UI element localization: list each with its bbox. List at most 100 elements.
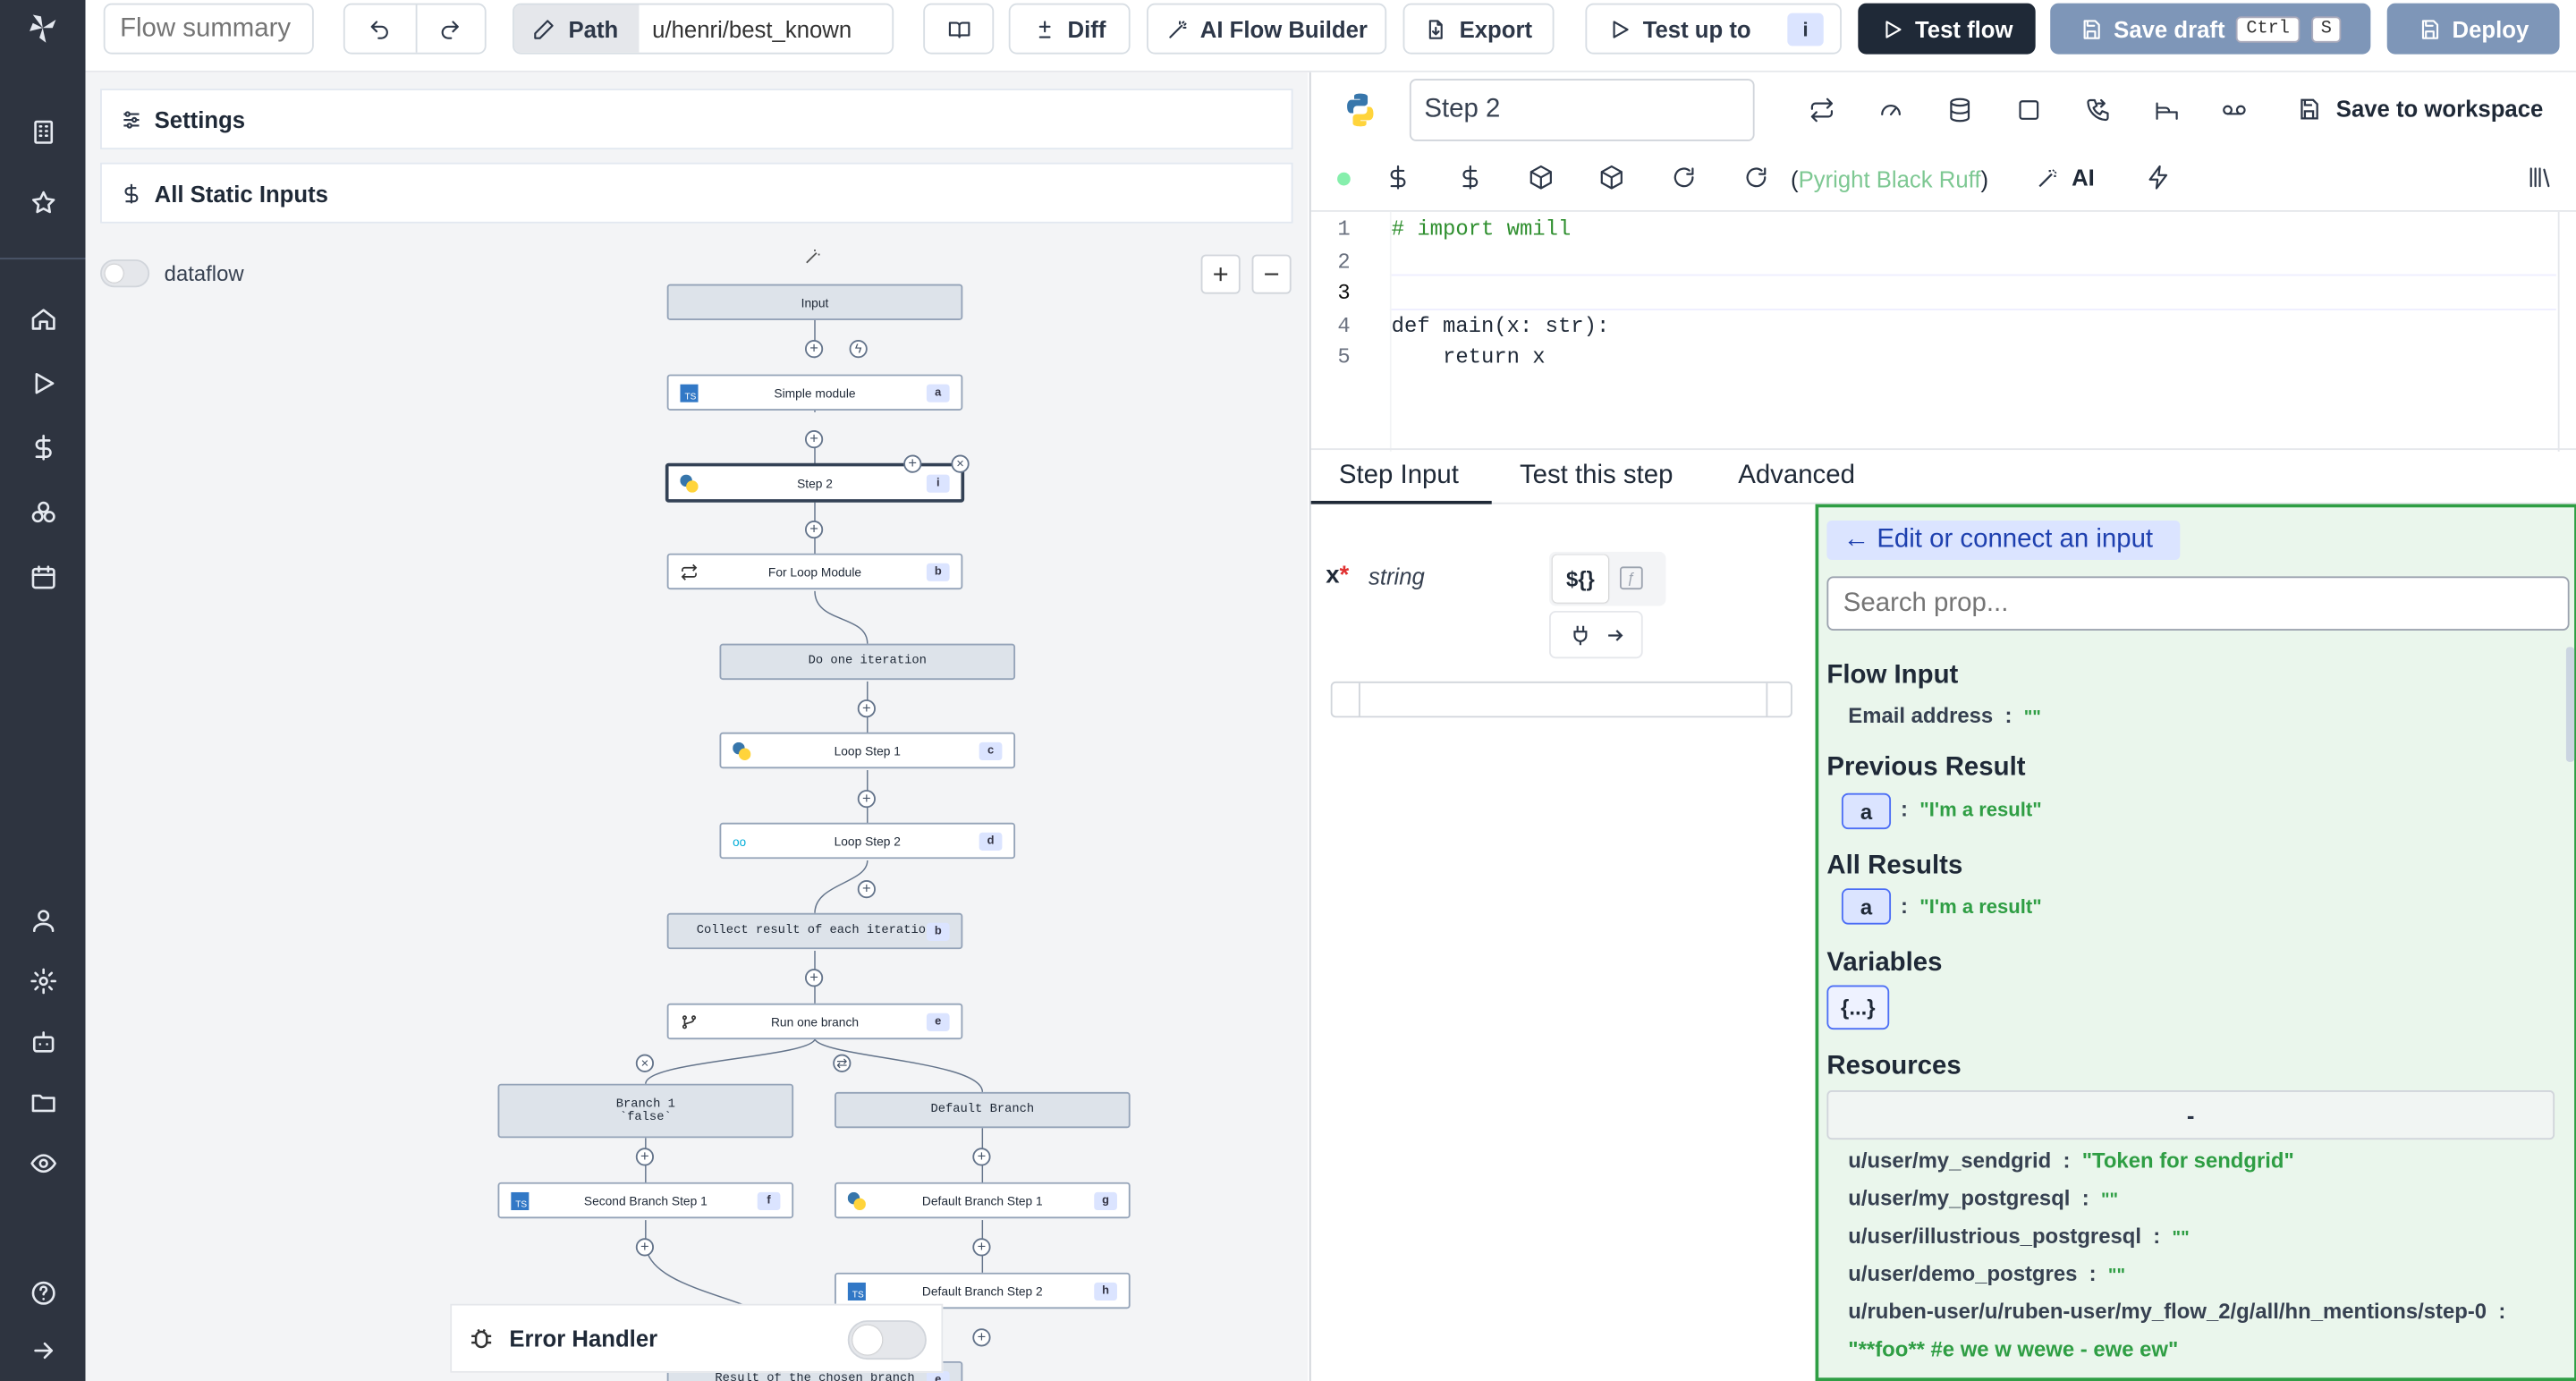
editor-scrollbar[interactable] bbox=[2557, 211, 2560, 452]
dollar-icon[interactable] bbox=[1457, 165, 1483, 191]
graph-node-branch-1[interactable]: Branch 1`false` bbox=[497, 1083, 794, 1139]
help-icon[interactable] bbox=[26, 1275, 59, 1309]
flow-summary-input[interactable] bbox=[103, 3, 314, 55]
ai-flow-builder-button[interactable]: AI Flow Builder bbox=[1147, 3, 1387, 55]
trigger-icon[interactable]: ϟ bbox=[849, 340, 868, 359]
building-icon[interactable] bbox=[26, 115, 59, 148]
tab-step-input[interactable]: Step Input bbox=[1338, 461, 1459, 490]
ai-button[interactable]: AI bbox=[2036, 165, 2095, 191]
package-icon[interactable] bbox=[1598, 165, 1624, 191]
play-icon[interactable] bbox=[26, 366, 59, 399]
add-step-button[interactable]: + bbox=[804, 340, 824, 359]
settings-icon[interactable] bbox=[26, 964, 59, 997]
all-results-value[interactable]: "I'm a result" bbox=[1919, 894, 2042, 919]
database-icon[interactable] bbox=[1946, 97, 1972, 123]
resources-collapse[interactable]: - bbox=[1826, 1090, 2555, 1140]
user-icon[interactable] bbox=[26, 903, 59, 936]
move-node-icon[interactable]: + bbox=[903, 454, 922, 473]
graph-node-do-one-iteration[interactable]: Do one iteration bbox=[719, 643, 1016, 681]
save-to-workspace-button[interactable]: Save to workspace bbox=[2297, 95, 2543, 122]
zoom-in-button[interactable] bbox=[1200, 254, 1241, 294]
eye-icon[interactable] bbox=[26, 1146, 59, 1179]
home-icon[interactable] bbox=[26, 302, 59, 335]
library-icon[interactable] bbox=[2527, 165, 2553, 191]
refresh-icon[interactable] bbox=[1743, 165, 1769, 191]
dollar-icon[interactable] bbox=[1385, 165, 1411, 191]
star-icon[interactable] bbox=[26, 185, 59, 218]
resource-row[interactable]: u/user/demo_postgres : "" bbox=[1848, 1260, 2126, 1286]
voicemail-icon[interactable] bbox=[2221, 97, 2247, 123]
graph-node-default-branch[interactable]: Default Branch bbox=[835, 1091, 1131, 1129]
package-icon[interactable] bbox=[1528, 165, 1554, 191]
all-results-key[interactable]: a bbox=[1841, 888, 1892, 925]
graph-node-input[interactable]: Input bbox=[666, 284, 963, 321]
calendar-icon[interactable] bbox=[26, 560, 59, 593]
lightning-icon[interactable] bbox=[2146, 165, 2172, 191]
resource-row[interactable]: u/user/my_sendgrid : "Token for sendgrid… bbox=[1848, 1148, 2294, 1173]
input-value-field[interactable] bbox=[1330, 681, 1792, 718]
diff-button[interactable]: Diff bbox=[1008, 3, 1131, 55]
resource-row[interactable]: u/user/my_postgresql : "" bbox=[1848, 1185, 2119, 1211]
function-mode-icon[interactable]: ƒ bbox=[1619, 566, 1643, 590]
path-toggle[interactable]: Path bbox=[513, 4, 640, 53]
resource-value-wrapped[interactable]: "**foo** #e we w wewe - ewe ew" bbox=[1848, 1336, 2178, 1361]
expand-arrow-icon[interactable] bbox=[26, 1334, 59, 1367]
step-name-input[interactable] bbox=[1409, 79, 1755, 141]
flow-input-row[interactable]: Email address : "" bbox=[1848, 702, 2041, 728]
zoom-out-button[interactable] bbox=[1251, 254, 1292, 294]
resource-row[interactable]: u/user/illustrious_postgresql : "" bbox=[1848, 1223, 2190, 1249]
add-step-button[interactable]: + bbox=[857, 880, 876, 899]
error-handler-toggle[interactable] bbox=[847, 1320, 927, 1360]
dataflow-toggle[interactable] bbox=[100, 259, 150, 288]
redo-icon[interactable] bbox=[414, 4, 485, 53]
settings-row[interactable]: Settings bbox=[100, 89, 1293, 150]
folder-icon[interactable] bbox=[26, 1086, 59, 1119]
bed-icon[interactable] bbox=[2154, 97, 2180, 123]
delete-branch-icon[interactable]: × bbox=[635, 1054, 655, 1072]
resources-icon[interactable] bbox=[26, 496, 59, 529]
undo-icon[interactable] bbox=[345, 17, 415, 40]
panel-scrollbar[interactable] bbox=[2565, 647, 2575, 762]
connect-input-button[interactable] bbox=[1549, 610, 1643, 659]
gauge-icon[interactable] bbox=[1877, 97, 1903, 123]
magic-wand-icon[interactable] bbox=[803, 246, 826, 269]
loop-icon[interactable] bbox=[1809, 97, 1835, 123]
tab-test-this-step[interactable]: Test this step bbox=[1519, 461, 1674, 490]
variables-expand[interactable]: {...} bbox=[1826, 985, 1890, 1030]
refresh-icon[interactable] bbox=[1671, 165, 1697, 191]
add-step-button[interactable]: + bbox=[635, 1238, 655, 1257]
previous-result-key[interactable]: a bbox=[1841, 792, 1892, 830]
add-step-button[interactable]: + bbox=[804, 430, 824, 449]
code-editor[interactable]: 1 # import wmill 2 3 4 def main(x: str):… bbox=[1310, 209, 2576, 452]
add-step-button[interactable]: + bbox=[857, 790, 876, 809]
add-step-button[interactable]: + bbox=[972, 1148, 991, 1166]
export-button[interactable]: Export bbox=[1402, 3, 1555, 55]
square-icon[interactable] bbox=[2016, 97, 2042, 123]
windmill-logo-icon[interactable] bbox=[26, 12, 59, 45]
test-flow-button[interactable]: Test flow bbox=[1858, 3, 2036, 55]
static-mode-button[interactable]: ${} bbox=[1552, 555, 1609, 603]
add-step-button[interactable]: + bbox=[972, 1328, 991, 1347]
deploy-button[interactable]: Deploy bbox=[2386, 3, 2560, 55]
phone-forward-icon[interactable] bbox=[2085, 97, 2111, 123]
add-step-button[interactable]: + bbox=[972, 1238, 991, 1257]
path-value[interactable]: u/henri/best_known bbox=[652, 15, 852, 42]
add-step-button[interactable]: + bbox=[804, 520, 824, 539]
static-inputs-row[interactable]: All Static Inputs bbox=[100, 162, 1293, 224]
bot-icon[interactable] bbox=[26, 1025, 59, 1058]
add-step-button[interactable]: + bbox=[635, 1148, 655, 1166]
dollar-icon[interactable] bbox=[26, 430, 59, 463]
edit-or-connect-button[interactable]: ← Edit or connect an input bbox=[1826, 520, 2181, 561]
add-step-button[interactable]: + bbox=[804, 969, 824, 987]
